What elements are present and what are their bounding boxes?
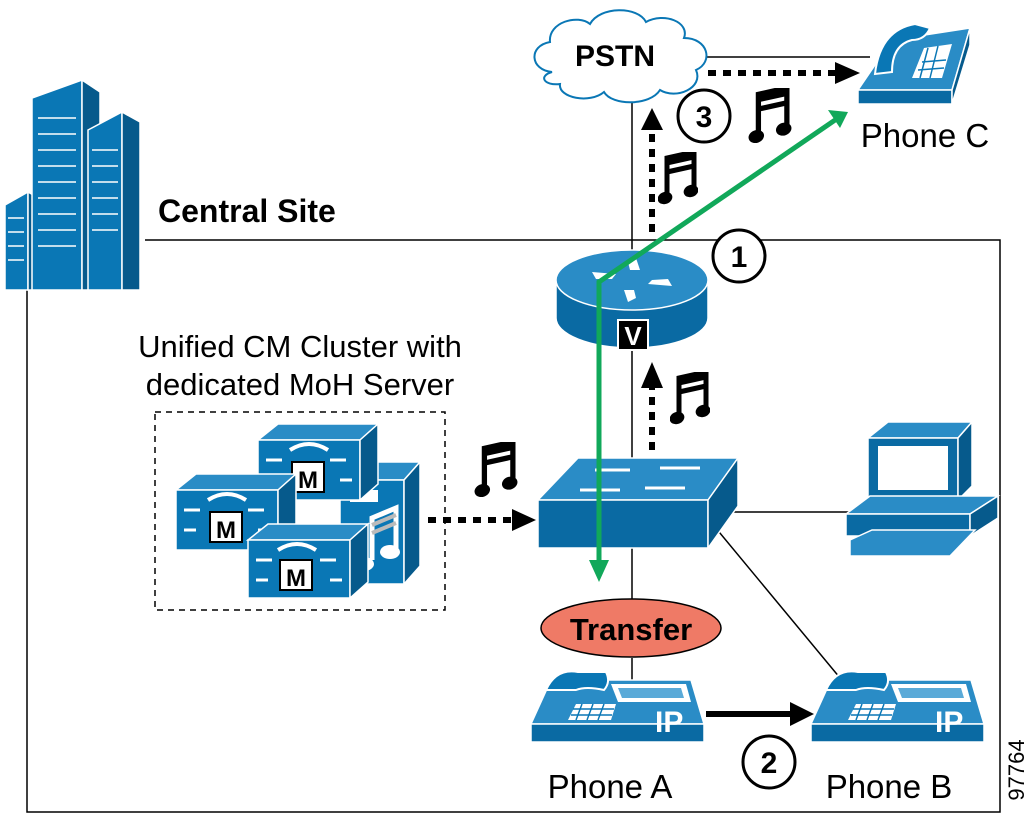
step-marker-3: 3 <box>676 88 732 144</box>
signaling-arrowhead <box>589 560 609 582</box>
pstn-label: PSTN <box>575 40 655 73</box>
central-site-label: Central Site <box>158 193 336 229</box>
transfer-badge <box>540 598 722 658</box>
cloud-icon <box>533 9 708 104</box>
phone-icon <box>856 22 972 105</box>
cluster-boundary <box>154 411 446 611</box>
connections <box>631 56 870 691</box>
svg-text:3: 3 <box>696 101 713 134</box>
phone-a-badge: IP <box>655 706 683 739</box>
signaling-path <box>596 115 840 560</box>
media-stream-arrows <box>428 70 835 523</box>
music-note-icon <box>668 372 712 426</box>
building-icon <box>4 78 141 291</box>
step-marker-1: 1 <box>711 228 767 284</box>
phone-c-label: Phone C <box>861 117 989 154</box>
callmanager-server-icon <box>255 422 380 502</box>
media-arrowheads <box>512 62 860 531</box>
phone-b-badge: IP <box>935 706 963 739</box>
central-site-boundary <box>26 239 1001 813</box>
transfer-arrowhead <box>790 702 814 726</box>
callmanager-server-icon <box>245 522 370 600</box>
svg-text:1: 1 <box>731 241 748 274</box>
server-badge: M <box>216 517 236 544</box>
server-badge: M <box>286 565 306 592</box>
signaling-arrowhead <box>828 110 848 128</box>
music-note-icon <box>473 442 520 499</box>
transfer-label: Transfer <box>570 612 692 647</box>
cluster-label-line2: dedicated MoH Server <box>146 367 454 402</box>
server-badge: M <box>298 467 318 494</box>
router-icon <box>555 249 709 351</box>
figure-id: 97764 <box>1004 739 1029 800</box>
cluster-label-line1: Unified CM Cluster with <box>138 329 462 364</box>
phone-b-label: Phone B <box>826 768 953 805</box>
pc-icon <box>843 420 1001 557</box>
svg-text:2: 2 <box>761 747 778 780</box>
music-note-icon <box>747 88 794 145</box>
phone-a-label: Phone A <box>548 768 673 805</box>
voice-gateway-badge: V <box>624 321 642 351</box>
music-note-icon <box>656 152 700 206</box>
switch-icon <box>536 455 740 551</box>
step-marker-2: 2 <box>741 734 797 790</box>
